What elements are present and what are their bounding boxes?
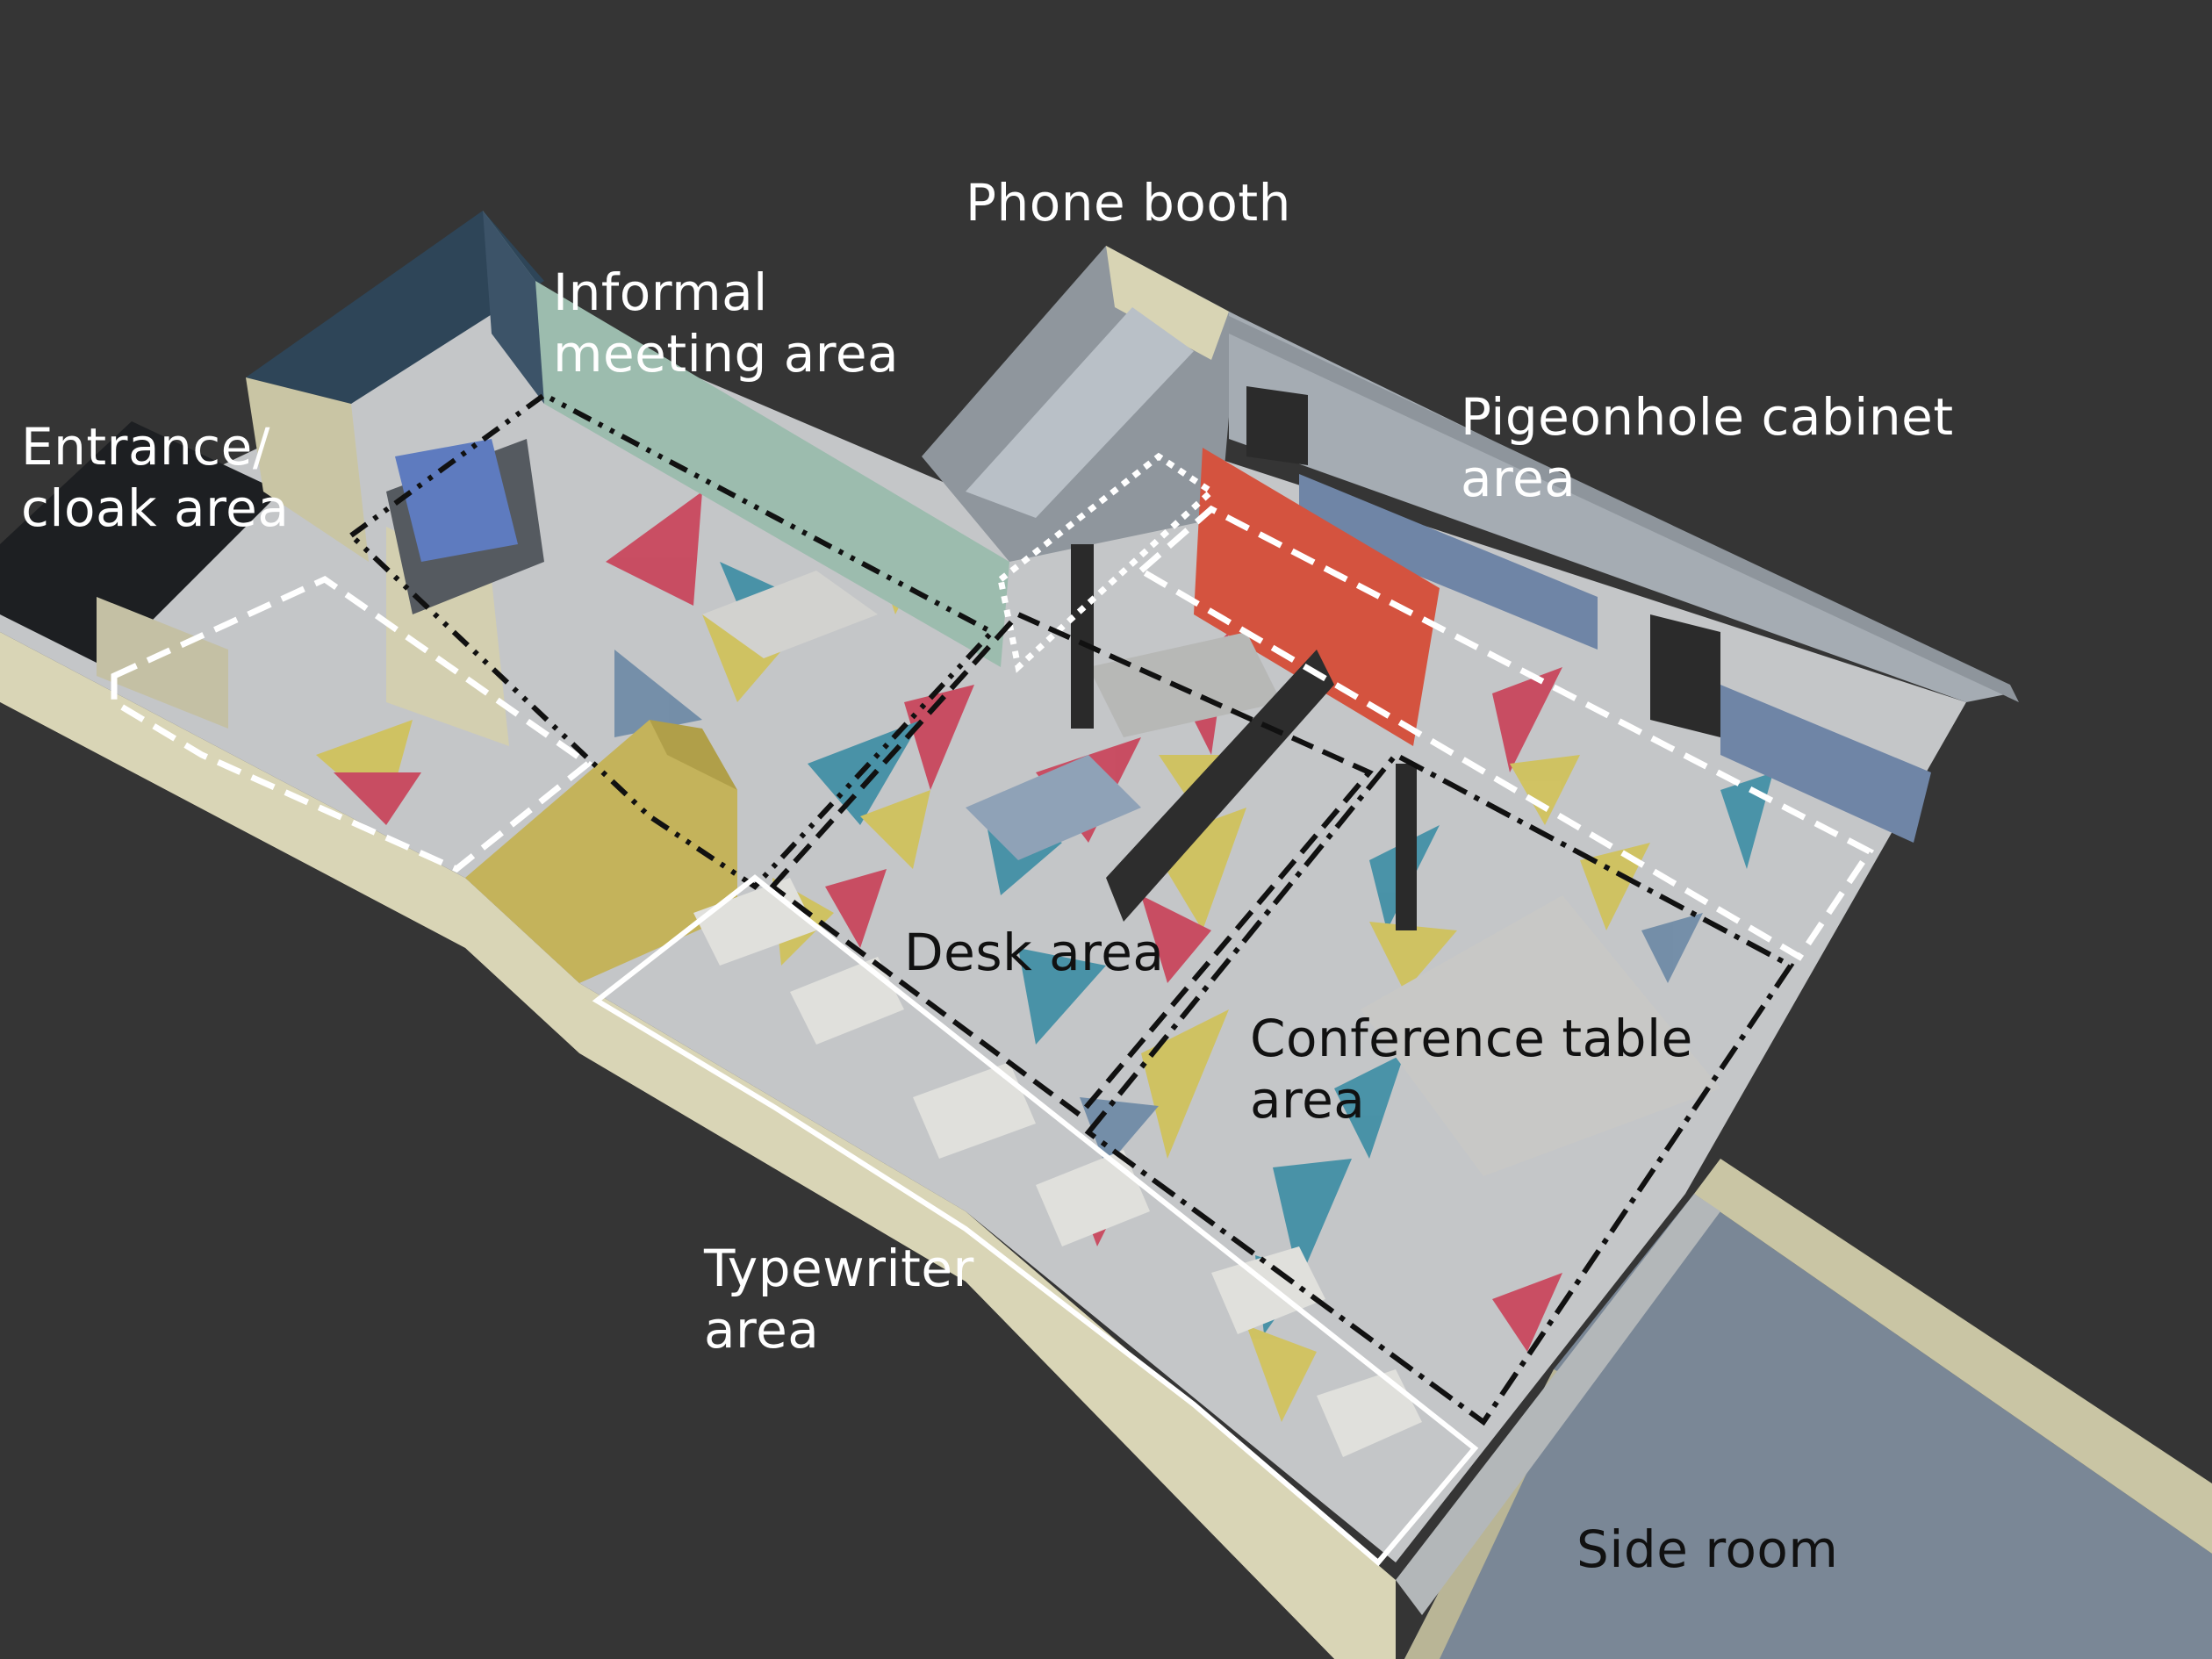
back-walls [246, 211, 2019, 843]
exterior-walls [0, 632, 1720, 1659]
informal-meeting-label: Informal meeting area [553, 262, 900, 384]
typewriter-zone-outline [592, 874, 1479, 1567]
phone-booth-zone-outline [997, 452, 1217, 673]
conference-label: Conference table area [1250, 1009, 1693, 1130]
side-room-label: Side room [1576, 1519, 1839, 1579]
desk-zone-outline [768, 611, 1374, 1119]
entrance-zone-outline [111, 575, 593, 873]
typewriter-label: Typewriter area [704, 1239, 974, 1360]
desk-area-label: Desk area [904, 923, 1165, 982]
conference-zone-outline [1084, 751, 1795, 1426]
entrance-cloak-label: Entrance/ cloak area [21, 417, 290, 538]
pigeonhole-label: Pigeonhole cabinet area [1461, 387, 1954, 508]
phone-booth-label: Phone booth [966, 173, 1291, 233]
pigeonhole-zone-outline [1136, 505, 1875, 961]
furniture [386, 439, 1720, 1457]
zone-outlines [111, 391, 1875, 1567]
